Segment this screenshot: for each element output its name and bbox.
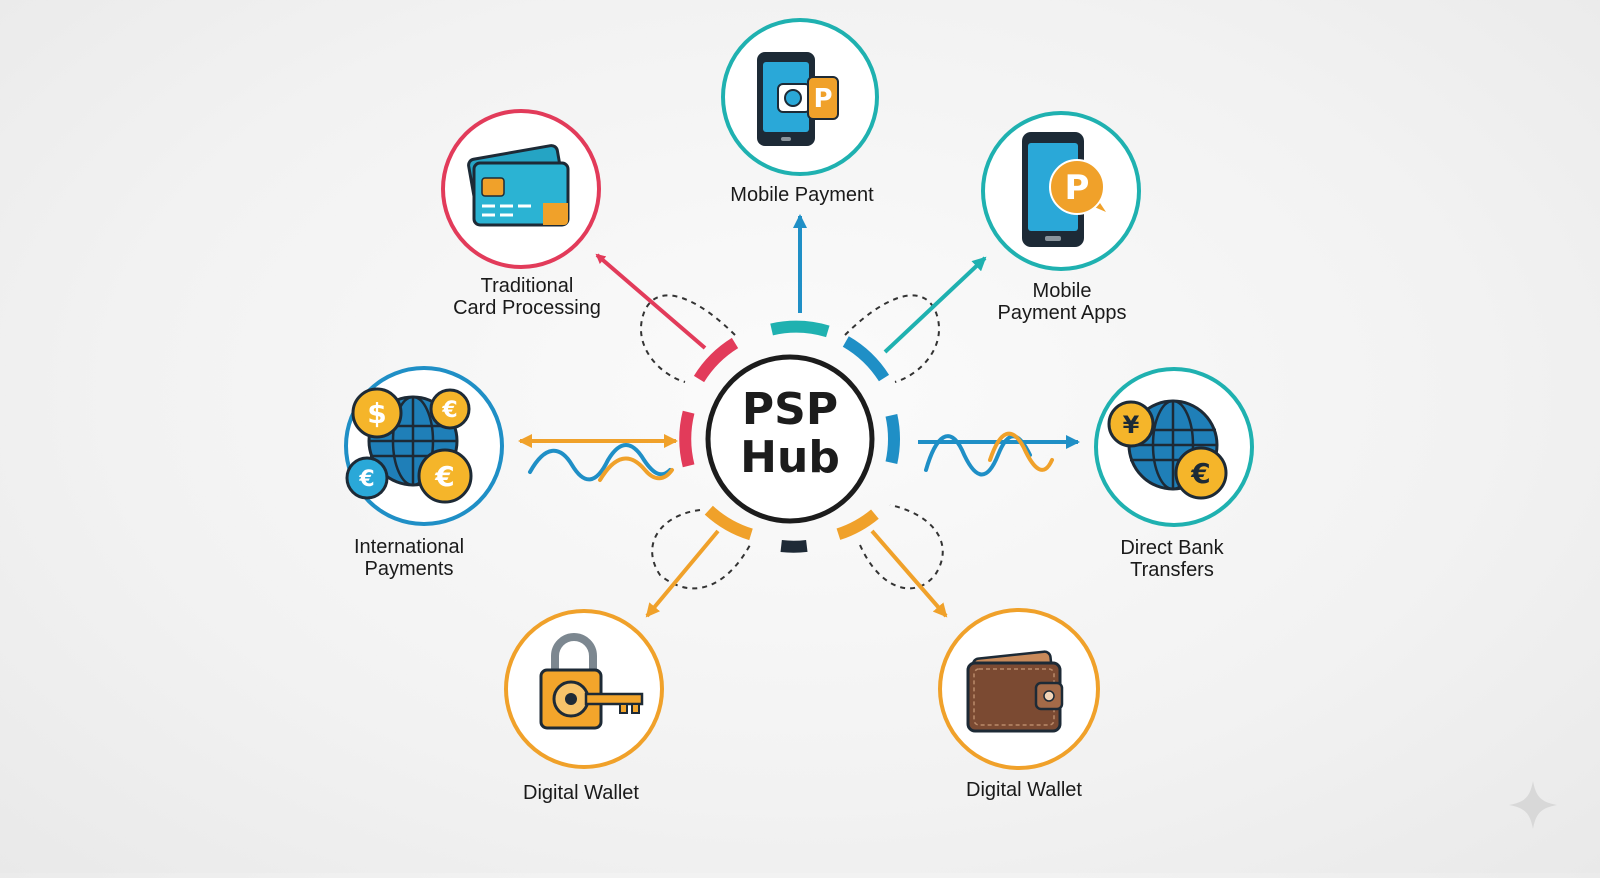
label-line: Payments xyxy=(364,558,454,580)
psp-hub: PSP Hub xyxy=(705,354,875,524)
svg-text:€: € xyxy=(358,467,374,492)
label-line: International xyxy=(353,536,465,558)
label-direct-bank-transfers: Direct Bank Transfers xyxy=(1120,537,1223,581)
arrow-to-card-processing xyxy=(595,253,707,350)
label-international-payments: International Payments xyxy=(354,536,464,580)
svg-text:€: € xyxy=(441,398,457,423)
node-international-payments: $ € € € xyxy=(344,366,504,526)
wallet-icon xyxy=(966,650,1064,733)
dashed-loops xyxy=(639,294,944,590)
label-line: Direct Bank xyxy=(1120,537,1224,559)
sparkle-icon xyxy=(1509,781,1557,829)
arrow-to-wallet-left xyxy=(645,529,720,618)
signal-waves xyxy=(528,431,1054,482)
svg-text:P: P xyxy=(1065,168,1090,208)
svg-text:€: € xyxy=(1190,457,1210,490)
label-line: Transfers xyxy=(1130,559,1214,581)
phone-p-icon: P xyxy=(757,52,839,146)
node-direct-bank-transfers: ¥ € xyxy=(1094,367,1254,527)
label-mobile-payment-apps: Mobile Payment Apps xyxy=(998,280,1127,324)
arrow-to-wallet-right xyxy=(870,529,948,618)
label-line: Digital Wallet xyxy=(523,782,639,804)
svg-text:€: € xyxy=(434,460,454,493)
node-mobile-payment: P xyxy=(721,18,879,176)
label-traditional-card-processing: Traditional Card Processing xyxy=(453,275,601,319)
globe-yen-euro-icon: ¥ € xyxy=(1107,399,1228,500)
label-line: Digital Wallet xyxy=(966,779,1082,801)
svg-text:$: $ xyxy=(367,397,386,430)
node-mobile-payment-apps: P xyxy=(981,111,1141,271)
padlock-key-icon xyxy=(539,633,644,730)
node-digital-wallet-left xyxy=(504,609,664,769)
arrow-to-mobile-payment-apps xyxy=(883,256,987,354)
globe-coins-icon: $ € € € xyxy=(345,387,473,504)
hub-title-line2: Hub xyxy=(740,432,840,483)
node-traditional-card-processing xyxy=(441,109,601,269)
node-digital-wallet-right xyxy=(938,608,1100,770)
hub-title-line1: PSP xyxy=(742,384,838,435)
label-line: Traditional xyxy=(480,275,574,297)
label-line: Card Processing xyxy=(453,297,601,319)
label-digital-wallet-right: Digital Wallet xyxy=(966,779,1082,801)
phone-p-bubble-icon: P xyxy=(1022,132,1106,247)
label-line: Mobile xyxy=(1032,280,1092,302)
label-line: Payment Apps xyxy=(997,302,1127,324)
hub-ring xyxy=(679,320,900,553)
label-mobile-payment: Mobile Payment xyxy=(730,184,873,206)
label-line: Mobile Payment xyxy=(730,184,874,206)
svg-text:P: P xyxy=(813,84,832,114)
svg-text:¥: ¥ xyxy=(1123,411,1140,439)
credit-cards-icon xyxy=(467,144,570,227)
connectors xyxy=(518,214,1080,618)
label-digital-wallet-left: Digital Wallet xyxy=(523,782,639,804)
